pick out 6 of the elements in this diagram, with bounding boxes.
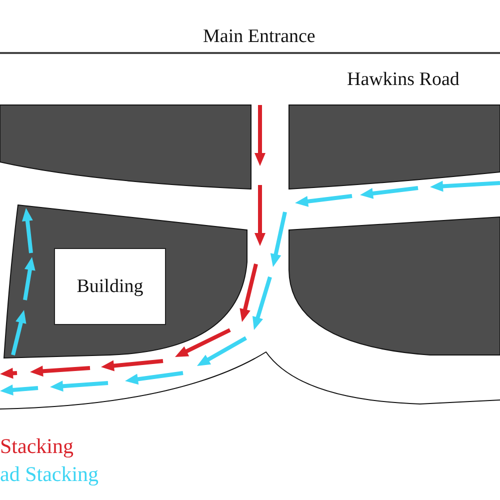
map-label: Main Entrance: [203, 27, 316, 46]
map-label: Hawkins Road: [347, 70, 460, 89]
building-label: Building: [76, 276, 144, 298]
building-box: [54, 248, 166, 325]
legend-text: ad Stacking: [0, 464, 99, 485]
legend-text: Stacking: [0, 436, 74, 457]
